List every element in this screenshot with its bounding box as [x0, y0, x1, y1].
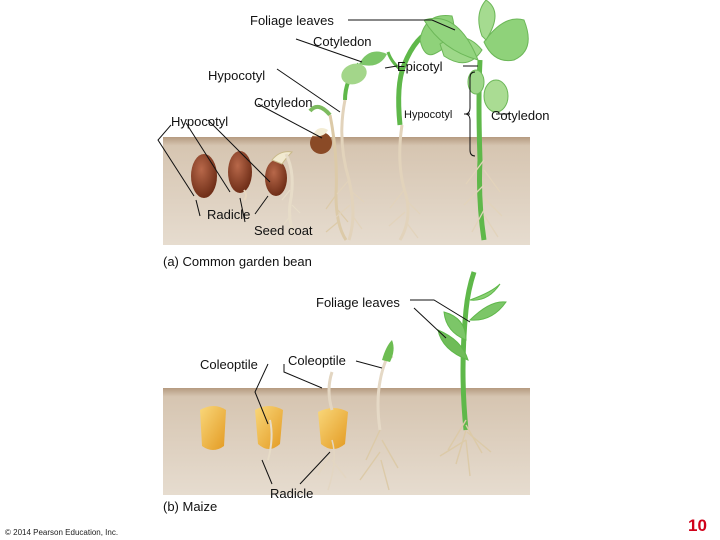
bean-seed-2 [228, 151, 252, 193]
maize-kernel-2 [255, 406, 283, 449]
label-cotyledon-right: Cotyledon [491, 108, 550, 123]
label-hypocotyl-right: Hypocotyl [404, 109, 453, 121]
label-hypocotyl-top: Hypocotyl [208, 68, 266, 83]
bean-seed-3 [265, 160, 287, 196]
bean-cotyledon-small [310, 132, 332, 154]
label-hypocotyl-left: Hypocotyl [171, 114, 229, 129]
bean-soil [163, 137, 530, 245]
caption-bean: (a) Common garden bean [163, 254, 312, 269]
maize-kernel-1 [200, 406, 226, 450]
bean-leaf-5 [478, 0, 496, 41]
label-radicle-maize: Radicle [270, 486, 314, 501]
label-radicle-bean: Radicle [207, 207, 251, 222]
bean-cotyledon-mid [341, 63, 367, 85]
label-coleoptile-mid: Coleoptile [288, 353, 346, 368]
maize-kernel-3 [318, 408, 348, 449]
label-foliage-leaves-maize: Foliage leaves [316, 295, 400, 310]
maize-leaf-4 [469, 283, 501, 301]
caption-maize: (b) Maize [163, 499, 218, 514]
bean-seed-1 [191, 154, 217, 198]
label-seed-coat: Seed coat [254, 223, 313, 238]
bean-leaf-4 [483, 18, 529, 62]
maize-leaf-2 [468, 301, 507, 321]
label-foliage-leaves-bean: Foliage leaves [250, 13, 334, 28]
page-number: 10 [688, 516, 707, 535]
label-cotyledon-top: Cotyledon [313, 34, 372, 49]
maize-leaf-1 [443, 311, 467, 341]
label-cotyledon-mid: Cotyledon [254, 95, 313, 110]
label-epicotyl: Epicotyl [397, 59, 443, 74]
copyright-notice: © 2014 Pearson Education, Inc. [5, 528, 119, 537]
label-coleoptile-left: Coleoptile [200, 357, 258, 372]
bean-cotyledon-large [483, 79, 509, 113]
